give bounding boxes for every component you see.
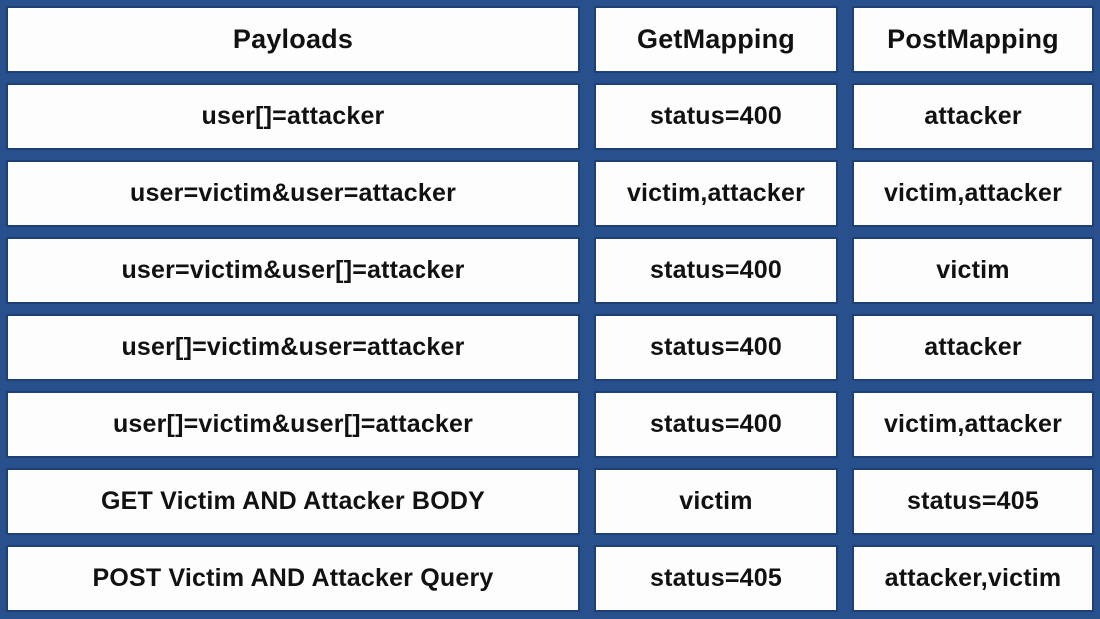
table-cell: victim	[852, 237, 1094, 304]
table-cell: status=400	[594, 237, 838, 304]
table-cell: status=400	[594, 391, 838, 458]
table-cell: victim	[594, 468, 838, 535]
table-cell: attacker	[852, 314, 1094, 381]
header-cell-getmapping: GetMapping	[594, 6, 838, 73]
table-cell: user[]=attacker	[6, 83, 580, 150]
table-cell: POST Victim AND Attacker Query	[6, 545, 580, 612]
table-cell: victim,attacker	[852, 391, 1094, 458]
table-cell: victim,attacker	[852, 160, 1094, 227]
header-cell-payloads: Payloads	[6, 6, 580, 73]
table-cell: status=400	[594, 314, 838, 381]
table-cell: GET Victim AND Attacker BODY	[6, 468, 580, 535]
table-cell: user[]=victim&user=attacker	[6, 314, 580, 381]
table-cell: victim,attacker	[594, 160, 838, 227]
table-cell: status=405	[852, 468, 1094, 535]
table-cell: status=405	[594, 545, 838, 612]
table-cell: user=victim&user[]=attacker	[6, 237, 580, 304]
table-cell: attacker	[852, 83, 1094, 150]
table-cell: user[]=victim&user[]=attacker	[6, 391, 580, 458]
table-cell: attacker,victim	[852, 545, 1094, 612]
header-cell-postmapping: PostMapping	[852, 6, 1094, 73]
table-cell: status=400	[594, 83, 838, 150]
table-cell: user=victim&user=attacker	[6, 160, 580, 227]
